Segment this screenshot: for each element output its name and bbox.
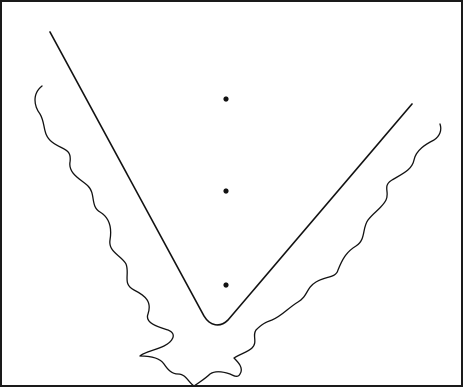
flame-outline [35,86,441,386]
v-shaped-line [50,32,412,325]
dot-middle [223,188,228,193]
dot-bottom [223,282,228,287]
dot-top [223,96,228,101]
